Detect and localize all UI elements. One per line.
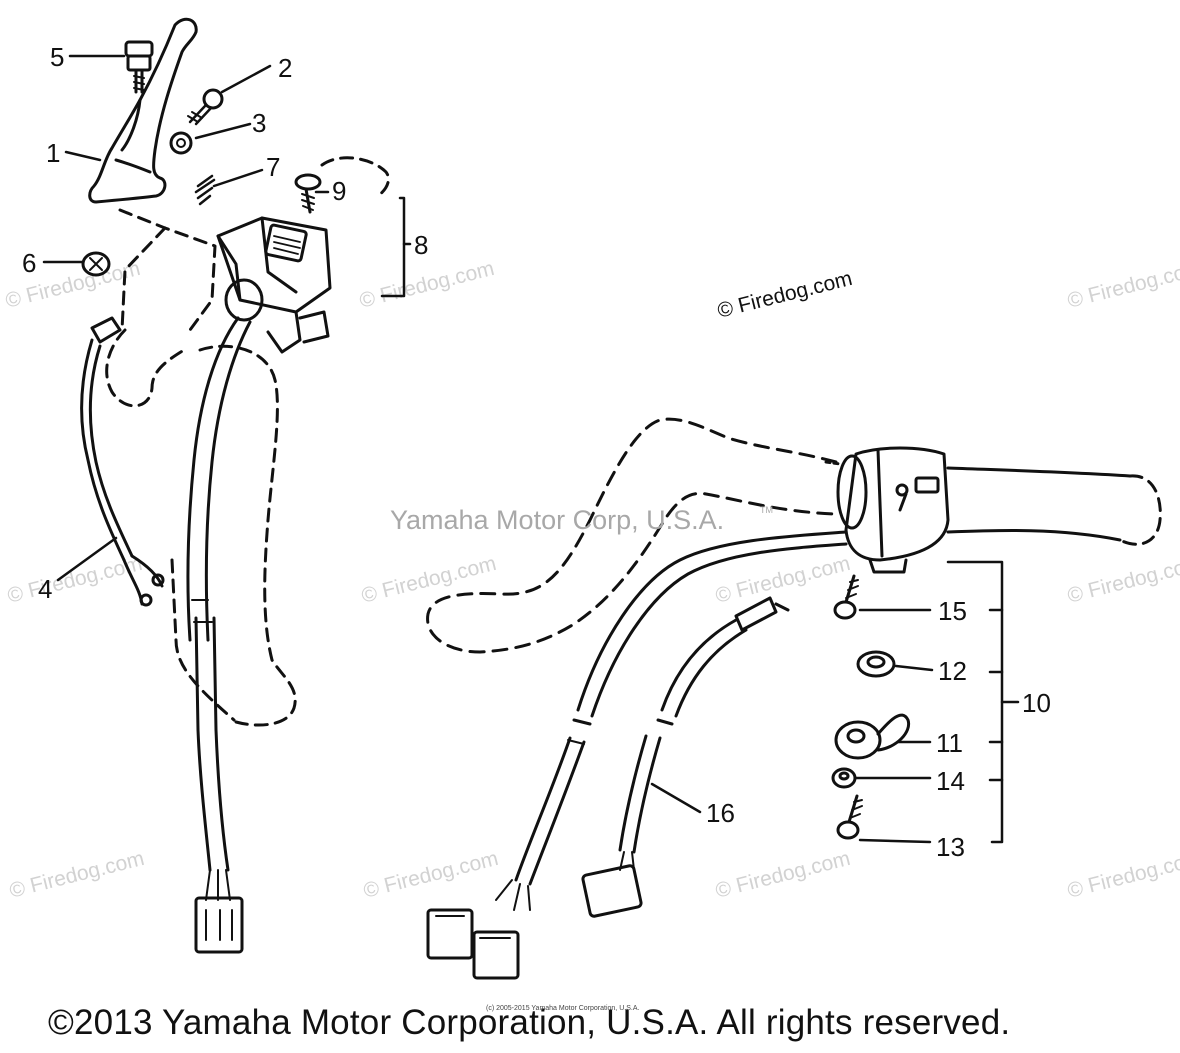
callout-12: 12 bbox=[938, 656, 967, 686]
callout-4: 4 bbox=[38, 574, 52, 604]
callout-11: 11 bbox=[936, 728, 963, 758]
bolt-5 bbox=[124, 40, 154, 94]
right-main-cable bbox=[426, 530, 848, 980]
small-copyright-notice: (c) 2005-2015 Yamaha Motor Corporation, … bbox=[486, 1005, 640, 1012]
callout-5: 5 bbox=[50, 42, 64, 72]
callout-9: 9 bbox=[332, 176, 346, 206]
right-grip bbox=[946, 466, 1162, 546]
screw-13 bbox=[836, 794, 863, 840]
left-main-cable bbox=[186, 316, 252, 954]
lead-wire-16 bbox=[581, 596, 790, 918]
callout-2: 2 bbox=[278, 53, 292, 83]
screw-15 bbox=[833, 574, 859, 620]
screw-9 bbox=[294, 173, 322, 214]
lead-wire-4 bbox=[80, 316, 165, 607]
callout-8: 8 bbox=[414, 230, 428, 260]
washer-12 bbox=[856, 650, 896, 678]
callout-7: 7 bbox=[266, 152, 280, 182]
spring-7 bbox=[194, 174, 216, 206]
handlebar-outline bbox=[426, 417, 838, 654]
nut-14 bbox=[831, 767, 857, 789]
bolt-2 bbox=[187, 88, 224, 126]
watermark-yamaha-center: Yamaha Motor Corp, U.S.A. bbox=[390, 505, 725, 535]
nut-3 bbox=[169, 131, 193, 155]
switch-housing-10 bbox=[824, 446, 950, 574]
copyright-footer: ©2013 Yamaha Motor Corporation, U.S.A. A… bbox=[48, 1003, 1011, 1042]
nut-6 bbox=[81, 251, 111, 277]
callout-16: 16 bbox=[706, 798, 735, 828]
callout-13: 13 bbox=[936, 832, 965, 862]
clutch-lever bbox=[88, 17, 198, 204]
callout-6: 6 bbox=[22, 248, 36, 278]
switch-housing-8 bbox=[216, 216, 332, 354]
callout-3: 3 bbox=[252, 108, 266, 138]
knob-11 bbox=[834, 713, 911, 760]
callout-15: 15 bbox=[938, 596, 967, 626]
callout-14: 14 bbox=[936, 766, 965, 796]
watermark-tm: TM bbox=[760, 505, 773, 515]
callout-1: 1 bbox=[46, 138, 60, 168]
callout-10: 10 bbox=[1022, 688, 1051, 718]
leader-lines bbox=[42, 54, 1020, 844]
